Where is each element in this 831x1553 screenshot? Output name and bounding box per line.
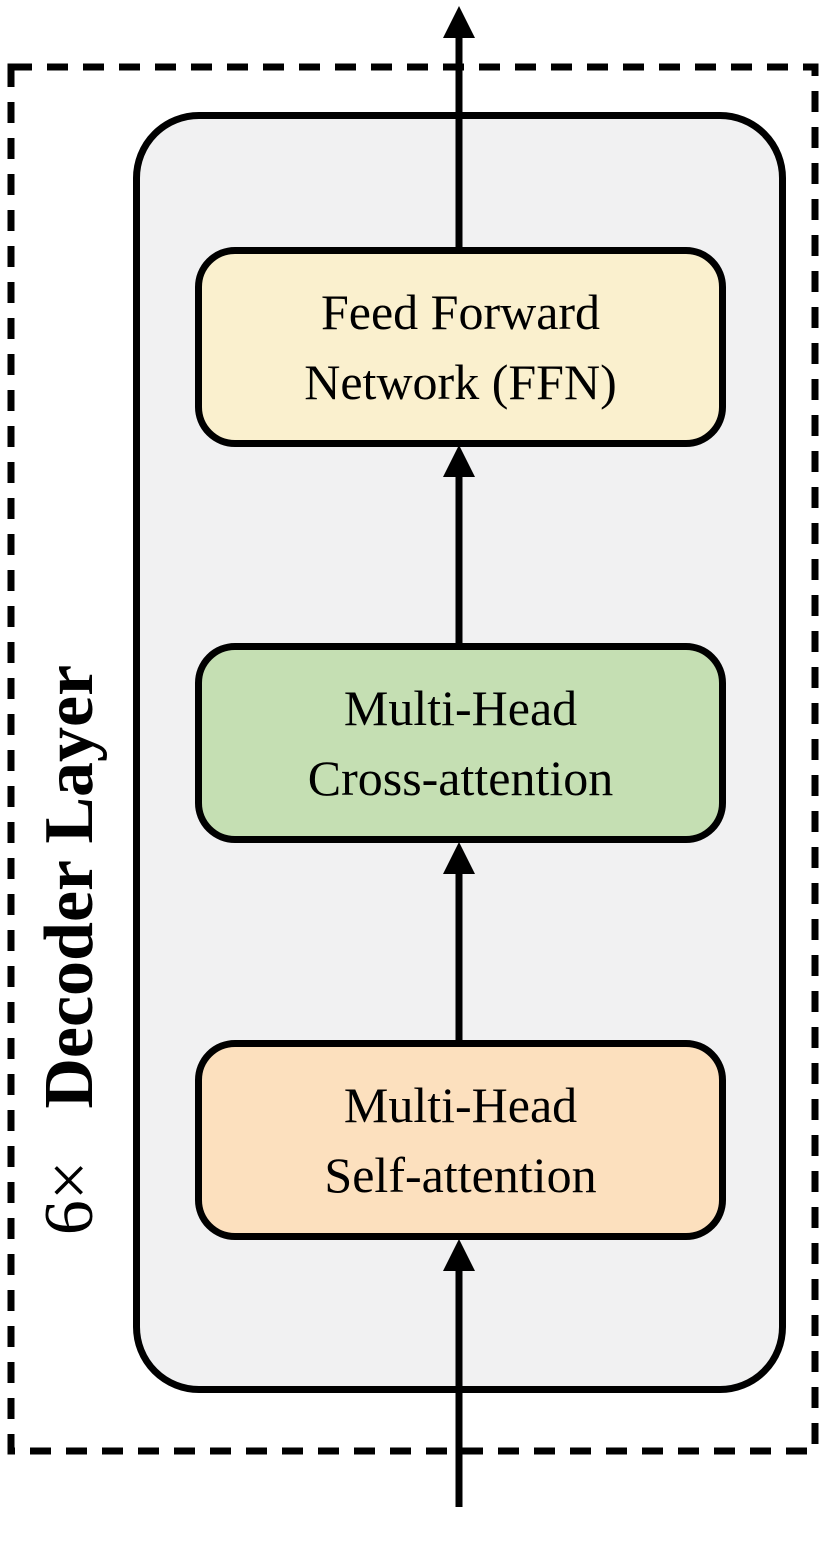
self-attention-label-line1: Multi-Head: [343, 1077, 578, 1133]
side-label: 6× Decoder Layer: [25, 628, 115, 1272]
self-attention-label-line2: Self-attention: [324, 1147, 597, 1203]
multi-head-self-attention-block: Multi-Head Self-attention: [195, 1040, 726, 1240]
repeat-count-label: 6×: [31, 1160, 108, 1236]
feed-forward-network-block: Feed Forward Network (FFN): [195, 247, 726, 447]
ffn-label-line1: Feed Forward: [320, 284, 601, 340]
decoder-layer-label: Decoder Layer: [31, 664, 108, 1109]
multi-head-cross-attention-block: Multi-Head Cross-attention: [195, 643, 726, 843]
ffn-label-line2: Network (FFN): [304, 354, 617, 410]
arrowhead-output-icon: [443, 6, 475, 38]
cross-attention-label-line2: Cross-attention: [307, 750, 614, 806]
cross-attention-label-line1: Multi-Head: [343, 680, 578, 736]
